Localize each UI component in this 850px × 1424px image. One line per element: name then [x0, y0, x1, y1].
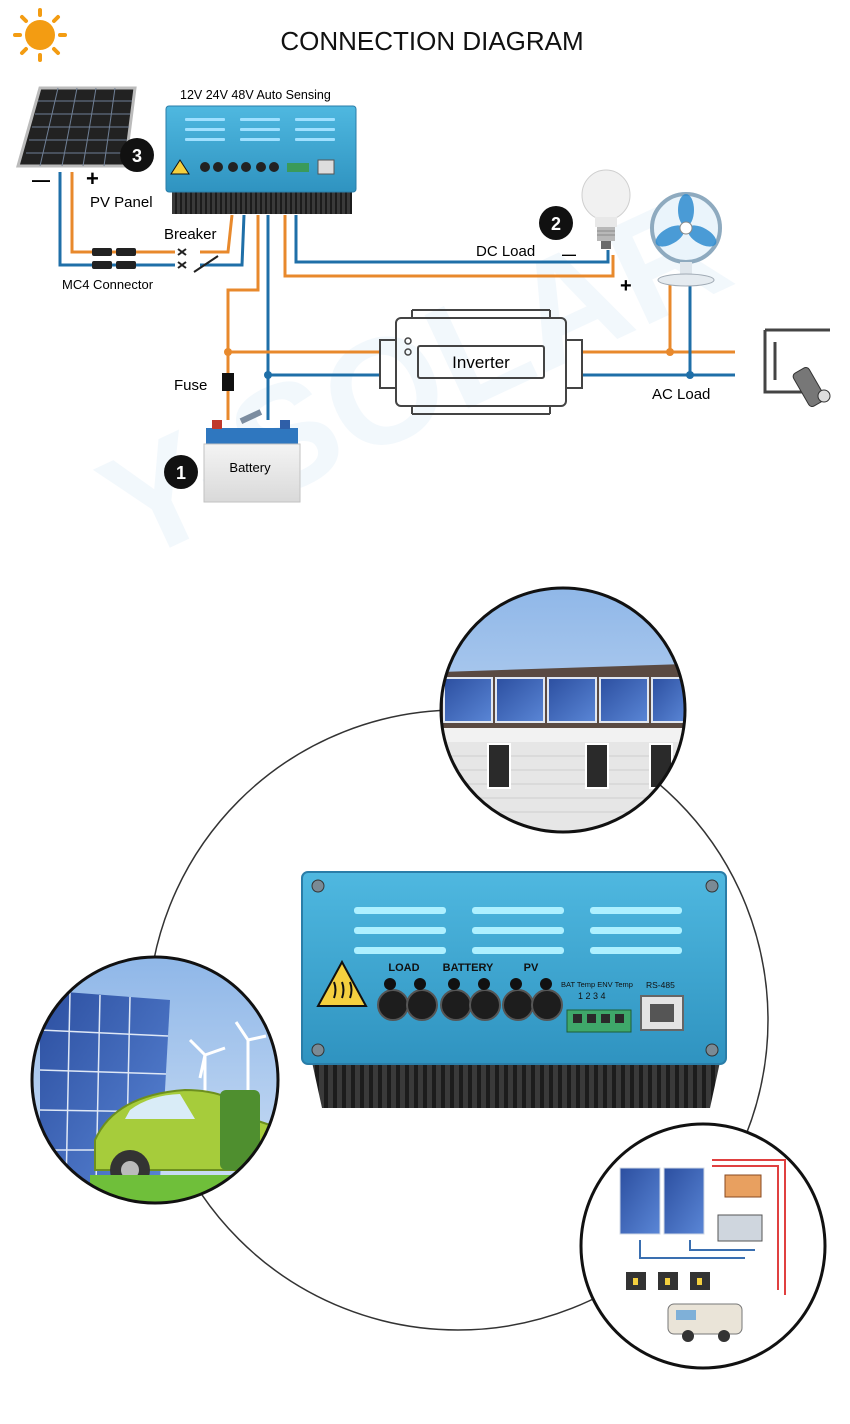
- controller-caption: 12V 24V 48V Auto Sensing: [180, 88, 331, 102]
- controller-small: [165, 105, 357, 214]
- breaker-positive-wire: [200, 214, 234, 254]
- pv-positive-wire: [70, 172, 175, 254]
- mc4-label: MC4 Connector: [62, 277, 154, 292]
- pv-panel-label: PV Panel: [90, 194, 153, 211]
- breaker-label: Breaker: [164, 226, 217, 243]
- dc-plus-sign: +: [620, 275, 632, 297]
- warning-heat-icon: [170, 159, 190, 175]
- fuse-element: [222, 373, 234, 391]
- battery-label: Battery: [229, 460, 271, 475]
- dc-minus-sign: —: [562, 246, 576, 262]
- warning-heat-icon: [316, 959, 368, 1007]
- step-2-number: 2: [551, 214, 561, 234]
- sun-icon: [13, 8, 67, 62]
- step-3-number: 3: [132, 146, 142, 166]
- port-label-load: LOAD: [388, 962, 419, 974]
- inverter-box: [379, 309, 583, 415]
- port-label-pv: PV: [524, 962, 539, 974]
- sensor-pins: 1 2 3 4: [578, 991, 606, 1001]
- step-3-badge: [120, 138, 154, 172]
- rooftop-solar-photo: [441, 588, 685, 832]
- tv-icon: [763, 328, 830, 394]
- controller-large: [301, 871, 727, 1108]
- rs485-label: RS-485: [646, 980, 675, 990]
- sensor-label: BAT Temp ENV Temp: [561, 980, 633, 989]
- breaker-switch: [177, 248, 219, 273]
- battery-icon: [203, 409, 301, 503]
- breaker-negative-wire: [200, 214, 246, 267]
- dc-load-positive-wire: [283, 215, 615, 278]
- solar-panel-icon: [16, 86, 137, 168]
- mc4-connector: [92, 248, 136, 269]
- fan-icon: [650, 192, 722, 287]
- step-1-badge: [164, 455, 198, 489]
- pv-negative-wire: [58, 172, 175, 267]
- pv-plus-sign: +: [86, 166, 99, 191]
- step-2-badge: [539, 206, 573, 240]
- port-label-battery: BATTERY: [443, 962, 494, 974]
- bulb-icon: [581, 169, 631, 249]
- ac-load-label: AC Load: [652, 386, 710, 403]
- remote-icon: [792, 367, 831, 407]
- inverter-label: Inverter: [452, 353, 510, 372]
- pv-minus-sign: —: [32, 170, 50, 190]
- fuse-label: Fuse: [174, 377, 207, 394]
- dc-load-negative-wire: [294, 215, 610, 264]
- page-title: CONNECTION DIAGRAM: [280, 26, 583, 56]
- rv-system-photo: [581, 1124, 825, 1368]
- dc-load-label: DC Load: [476, 243, 535, 260]
- wires: [58, 172, 735, 420]
- solar-car-photo: [32, 957, 278, 1203]
- step-1-number: 1: [176, 463, 186, 483]
